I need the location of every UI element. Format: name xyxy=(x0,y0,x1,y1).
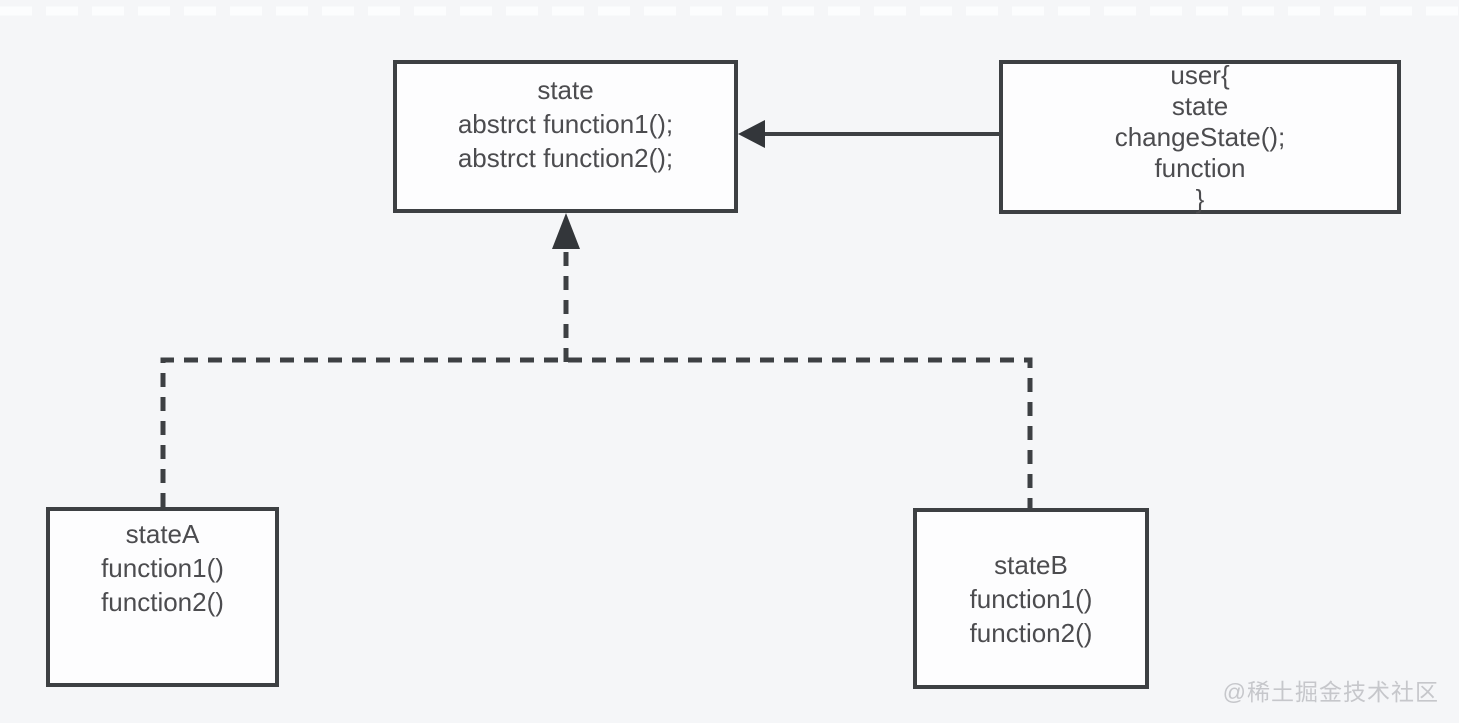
node-user-member: function xyxy=(1154,152,1246,183)
node-user-title: user{ xyxy=(1170,59,1230,90)
node-stateB-title: stateB xyxy=(994,549,1068,580)
node-state-member: abstrct function2(); xyxy=(457,143,674,173)
node-user: user{ state changeState(); function } xyxy=(999,60,1401,214)
node-stateA-title: stateA xyxy=(125,519,200,549)
watermark: @稀土掘金技术社区 xyxy=(1222,679,1439,705)
node-user-member: } xyxy=(1195,183,1205,214)
node-stateB-member: function2() xyxy=(969,617,1093,648)
node-state-title: state xyxy=(537,75,594,105)
node-stateB: stateB function1() function2() xyxy=(913,508,1149,689)
dashed-up-arrowhead xyxy=(552,213,580,249)
node-user-member: changeState(); xyxy=(1114,121,1286,152)
node-user-member: state xyxy=(1171,90,1229,121)
node-stateA: stateA function1() function2() xyxy=(46,507,279,687)
node-stateA-member: function1() xyxy=(101,553,224,583)
user-to-state-arrowhead xyxy=(738,120,765,148)
node-stateB-member: function1() xyxy=(969,583,1093,614)
node-state: state abstrct function1(); abstrct funct… xyxy=(393,60,738,213)
node-state-member: abstrct function1(); xyxy=(457,109,674,139)
node-stateA-member: function2() xyxy=(101,587,224,617)
children-dashed-connector xyxy=(160,357,1033,508)
